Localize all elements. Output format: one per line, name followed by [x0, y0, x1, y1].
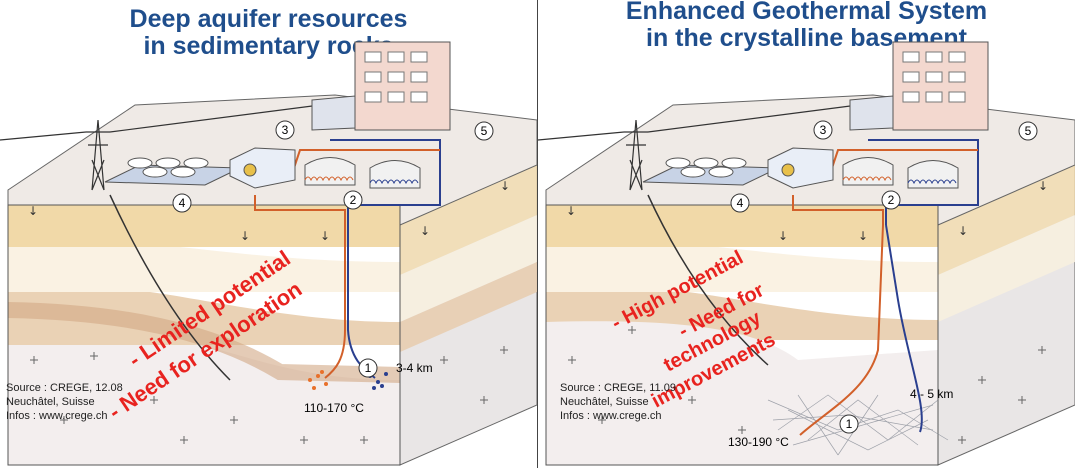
power-pylon — [538, 104, 859, 191]
title-line-2: in sedimentary rocks — [143, 32, 394, 60]
heat-exchangers — [304, 157, 421, 189]
source-line: Source : CREGE, 11.09 — [560, 382, 676, 394]
source-line: Infos : www.crege.ch — [560, 410, 662, 422]
svg-text:↓: ↓ — [28, 204, 38, 218]
marker-4: 4 — [737, 196, 744, 210]
egs-diagram: ↓ ↓ ↓ ↓ ↓ 1 — [538, 41, 1075, 466]
injection-well — [885, 224, 923, 433]
marker-2: 2 — [888, 193, 895, 207]
svg-text:↓: ↓ — [500, 179, 510, 193]
marker-4: 4 — [179, 196, 186, 210]
fault-line — [109, 194, 231, 381]
svg-text:↓: ↓ — [1038, 179, 1048, 193]
svg-text:↓: ↓ — [566, 204, 576, 218]
aquifer-diagram: ↓ ↓ ↓ ↓ ↓ — [0, 41, 537, 466]
source-line: Source : CREGE, 12.08 — [6, 382, 123, 394]
title-line-1: Deep aquifer resources — [129, 5, 408, 33]
marker-2: 2 — [350, 193, 357, 207]
marker-1: 1 — [365, 361, 372, 375]
source-credit: Source : CREGE, 11.09 Neuchâtel, Suisse … — [560, 381, 676, 423]
fault-line — [647, 194, 769, 366]
svg-text:↓: ↓ — [958, 224, 968, 238]
flow-arrows: ↓ ↓ ↓ ↓ ↓ — [566, 179, 1048, 243]
title-line-1: Enhanced Geothermal System — [625, 0, 988, 25]
marker-1: 1 — [846, 417, 853, 431]
svg-text:↓: ↓ — [240, 229, 250, 243]
flow-arrows: ↓ ↓ ↓ ↓ ↓ — [28, 179, 510, 243]
svg-text:↓: ↓ — [778, 229, 788, 243]
turbine-house — [767, 147, 834, 189]
source-credit: Source : CREGE, 12.08 Neuchâtel, Suisse … — [6, 381, 123, 423]
depth-label: 3-4 km — [396, 361, 433, 375]
cooling-towers — [104, 157, 241, 186]
marker-3: 3 — [282, 123, 289, 137]
stratum-middle — [546, 247, 938, 292]
production-well — [799, 224, 884, 436]
injection-well — [347, 225, 376, 379]
source-line: Neuchâtel, Suisse — [6, 396, 95, 408]
heat-exchangers — [842, 157, 959, 189]
basement-crosses — [568, 326, 1046, 444]
svg-text:↓: ↓ — [320, 229, 330, 243]
stratum-upper — [8, 205, 400, 247]
marker-5: 5 — [1025, 124, 1032, 138]
production-well — [324, 225, 346, 379]
turbine-house — [229, 147, 296, 189]
svg-text:↓: ↓ — [420, 224, 430, 238]
source-line: Infos : www.crege.ch — [6, 410, 108, 422]
basement-crosses — [30, 346, 508, 444]
stratum-lower — [8, 292, 400, 345]
panel-deep-aquifer: Deep aquifer resources in sedimentary ro… — [0, 0, 537, 468]
power-pylon — [0, 104, 321, 191]
marker-3: 3 — [820, 123, 827, 137]
depth-label: 4 - 5 km — [910, 387, 953, 401]
temperature-label: 130-190 °C — [728, 435, 789, 449]
hot-fluid-particles — [308, 370, 328, 390]
temperature-label: 110-170 °C — [304, 401, 364, 415]
panel-title: Deep aquifer resources in sedimentary ro… — [0, 6, 537, 60]
svg-text:↓: ↓ — [858, 229, 868, 243]
buildings — [849, 41, 989, 131]
stratum-middle — [8, 247, 400, 292]
buildings — [311, 41, 451, 131]
panel-divider — [537, 0, 538, 468]
marker-5: 5 — [481, 124, 488, 138]
panel-egs: Enhanced Geothermal System in the crysta… — [538, 0, 1075, 468]
source-line: Neuchâtel, Suisse — [560, 396, 649, 408]
